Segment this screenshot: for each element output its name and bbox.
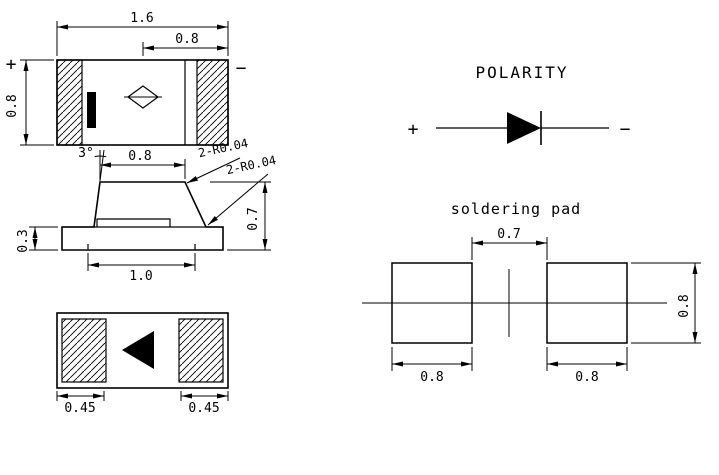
side-view-outline	[61, 181, 224, 251]
radius-note-2: 2-R0.04	[225, 153, 277, 177]
die-pad-step	[96, 218, 171, 227]
top-view-left-electrode-hatch	[56, 59, 83, 146]
dim-text-left-pad: 0.45	[64, 401, 95, 416]
angle-arc	[94, 155, 107, 158]
bottom-right-pad-hatch	[178, 318, 224, 383]
dim-text-overall-width: 1.6	[130, 11, 153, 26]
dim-text-left-pad-width: 0.8	[420, 370, 443, 385]
polarity-diagram: POLARITY + −	[408, 63, 631, 145]
dim-text-half-width: 0.8	[175, 32, 198, 47]
dim-text-right-pad: 0.45	[188, 401, 219, 416]
dim-text-top-width: 0.8	[128, 149, 151, 164]
bottom-left-pad-hatch	[61, 318, 107, 383]
diode-triangle	[507, 112, 541, 144]
soldering-pad-diagram: soldering pad	[362, 200, 667, 344]
dim-text-height: 0.8	[5, 94, 20, 117]
dim-text-overall-height: 0.7	[246, 207, 261, 230]
top-view-dimensions: 1.6 0.8 0.8 + −	[5, 11, 247, 146]
diode-minus-sign: −	[620, 119, 631, 140]
minus-polarity-mark: −	[236, 58, 247, 79]
cathode-mark-bar	[87, 92, 96, 128]
radius-leader-1	[186, 157, 241, 184]
diode-plus-sign: +	[408, 119, 419, 140]
bottom-view	[56, 312, 229, 389]
dim-text-pad-height: 0.8	[677, 294, 692, 317]
side-view	[61, 181, 224, 251]
soldering-pad-title: soldering pad	[451, 200, 581, 218]
polarity-title: POLARITY	[475, 63, 568, 82]
dim-text-right-pad-width: 0.8	[575, 370, 598, 385]
top-view-right-electrode-hatch	[196, 59, 229, 146]
soldering-pad-dimensions: 0.7 0.8 0.8 0.8	[391, 227, 701, 385]
bottom-view-dimensions: 0.45 0.45	[56, 391, 229, 416]
dim-text-terminal-span: 1.0	[129, 269, 152, 284]
dim-text-base-height: 0.3	[16, 229, 31, 252]
angle-text: 3°	[78, 146, 94, 161]
polarity-arrow-triangle	[122, 331, 154, 369]
plus-polarity-mark: +	[6, 54, 17, 75]
dim-text-pad-gap: 0.7	[497, 227, 520, 242]
top-view	[56, 59, 229, 146]
